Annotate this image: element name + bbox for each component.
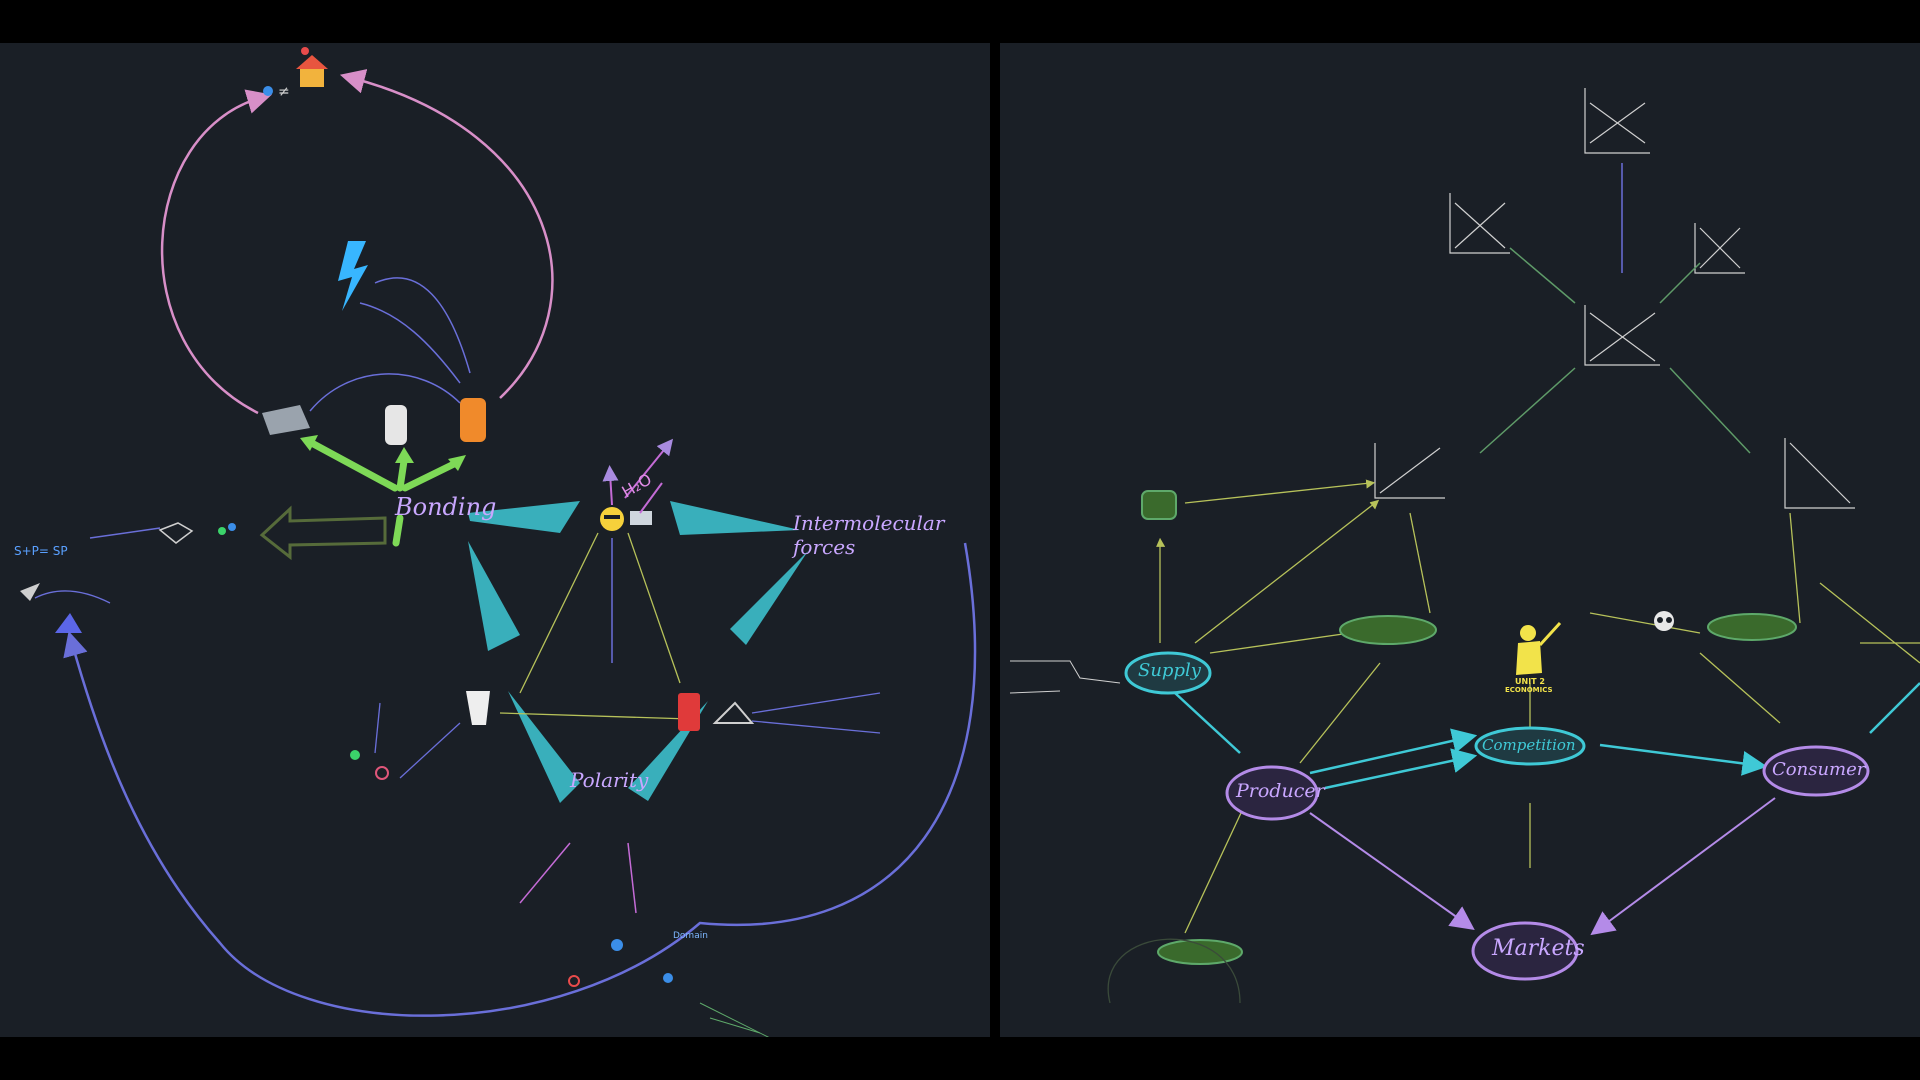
supply-ellipse [1124,651,1212,695]
h2o-label: H₂O [619,469,655,501]
phone-booth-icon [678,693,700,731]
orange-bottle-icon [460,398,486,442]
unit-label: UNIT 2 [1515,677,1545,686]
svg-text:≠: ≠ [278,84,290,100]
markets-ellipse [1471,921,1579,981]
info-dot-icon [263,86,273,96]
panel-divider [990,43,1000,1037]
pink-loop-line-right [339,69,554,399]
consumer-node[interactable]: Consumer [1772,759,1866,780]
bonding-node[interactable]: Bonding [395,493,497,521]
cup-icon [466,691,490,725]
markets-node[interactable]: Markets [1492,936,1585,961]
sps-sp-label: S+P= SP [14,544,68,558]
left-canvas[interactable]: ≠ S+P= SP [0,43,990,1037]
metal-block-icon [262,405,310,435]
bonding-green-arrows [304,437,460,547]
unit-subject-label: ECONOMICS [1505,686,1553,694]
teal-wedges [468,501,808,803]
competition-node[interactable]: Competition [1482,736,1576,754]
lightning-icon [338,241,368,311]
letterbox-top [0,0,1920,43]
competition-ellipse [1474,726,1586,766]
house-icon [296,47,328,87]
polarity-node[interactable]: Polarity [570,768,649,792]
milk-bottle-icon [385,405,407,445]
consumer-ellipse [1762,745,1870,797]
right-mindmap [1009,88,1920,1004]
green-pill-node-3 [1157,939,1243,965]
left-graph [1449,193,1510,254]
green-box-node [1141,490,1177,520]
prism-icon [712,701,755,724]
blue-triangle-icon [55,613,82,633]
right-canvas[interactable]: Supply Producer Competition Consumer Mar… [1000,43,1920,1037]
pink-loop-line [160,89,272,415]
domain-label: Domain [673,931,708,941]
right-graph [1694,223,1745,274]
green-pill-node-2 [1707,613,1797,641]
center-graph [1584,305,1660,366]
mascot-icon [1516,621,1562,675]
green-pill-node-1 [1339,615,1437,645]
producer-ellipse [1225,765,1319,821]
diamond-icon [158,522,194,544]
supply-node[interactable]: Supply [1138,660,1201,681]
top-graph [1584,88,1650,154]
demand-graph [1784,438,1855,509]
blue-loop-line [63,542,977,1017]
producer-node[interactable]: Producer [1236,780,1325,802]
character-icon [1654,611,1674,631]
intermolecular-forces-node[interactable]: Intermolecular forces [793,511,945,559]
letterbox-bottom [0,1037,1920,1080]
left-mindmap: ≠ S+P= SP [14,47,977,1037]
supply-graph [1374,443,1445,499]
